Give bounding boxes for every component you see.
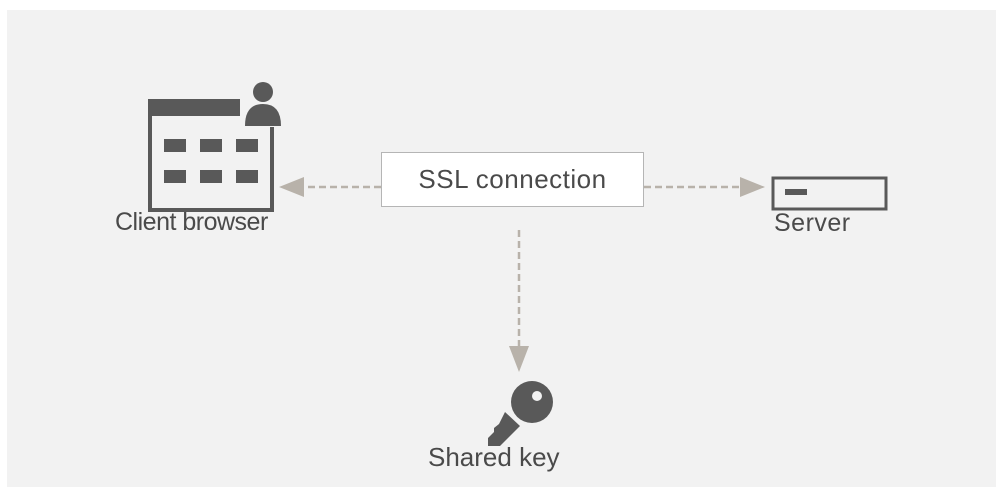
browser-user-icon — [148, 82, 281, 212]
key-icon — [488, 381, 553, 446]
server-label: Server — [774, 209, 851, 237]
ssl-connection-label: SSL connection — [418, 164, 607, 194]
diagram-canvas — [7, 10, 996, 487]
arrow-to-key — [509, 230, 529, 372]
server-icon — [771, 176, 888, 211]
shared-key-label: Shared key — [428, 442, 560, 472]
ssl-connection-box: SSL connection — [381, 152, 644, 207]
client-browser-label: Client browser — [115, 208, 268, 236]
arrow-to-client — [279, 177, 381, 197]
arrow-to-server — [644, 177, 765, 197]
